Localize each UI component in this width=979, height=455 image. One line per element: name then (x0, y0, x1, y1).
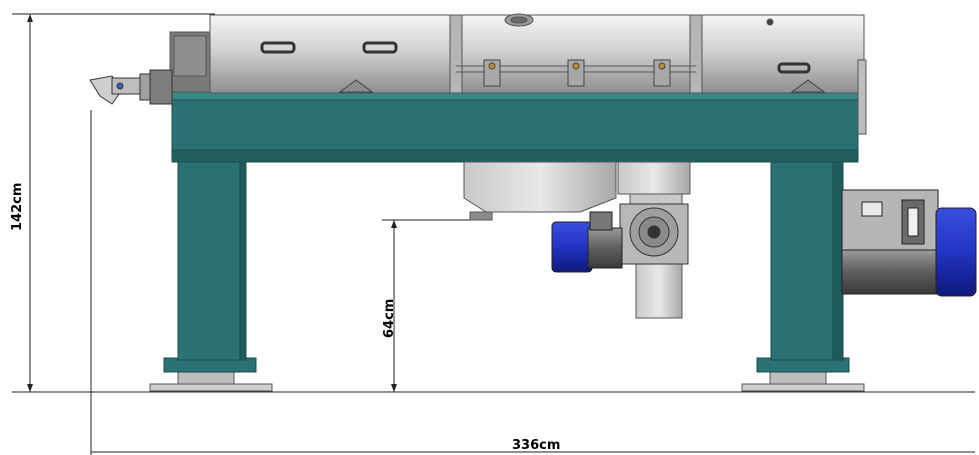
dimension-arrows (27, 14, 397, 392)
housing-handles (260, 41, 811, 74)
inlet-height-dimension-label: 64cm (382, 298, 397, 338)
length-dimension-label: 336cm (512, 438, 561, 453)
gear-reducer (619, 203, 689, 265)
height-dimension-label: 142cm (10, 182, 25, 231)
hinge-clamps (338, 59, 826, 93)
dimension-lines (12, 13, 975, 455)
frame-legs (163, 161, 850, 373)
frame-beam (171, 91, 859, 163)
main-drive-motor (841, 189, 977, 297)
base-feet (149, 371, 865, 392)
electric-motor-icon (551, 211, 623, 273)
pipe-fitting-icon (89, 69, 173, 105)
